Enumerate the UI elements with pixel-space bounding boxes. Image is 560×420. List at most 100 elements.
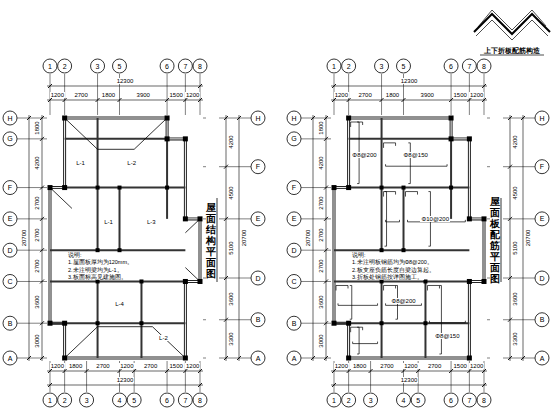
column: [183, 216, 188, 221]
axis-letter: A: [8, 355, 13, 362]
axis-number: 6: [449, 397, 453, 404]
axis-letter: D: [291, 247, 296, 254]
axis-number: 1: [332, 397, 336, 404]
roof-ridge-line: [50, 188, 72, 209]
dimension: 3300: [228, 331, 234, 346]
axis-number: 1: [48, 63, 52, 70]
axis-line: [487, 166, 490, 167]
axis-bubble: [193, 393, 207, 407]
axis-letter: F: [256, 163, 260, 170]
axis-bubble: [58, 59, 72, 73]
interior-beam: [50, 249, 185, 251]
axis-bubble: [327, 59, 341, 73]
column: [449, 116, 454, 121]
axis-bubble: [444, 393, 458, 407]
dimension-line: [510, 115, 511, 361]
beam-label: L-1: [75, 160, 86, 166]
column: [402, 186, 406, 190]
dimension: 3900: [420, 92, 435, 98]
column: [346, 116, 351, 121]
axis-line: [370, 361, 371, 392]
axis-bubble: [327, 393, 341, 407]
dimension-line: [226, 115, 227, 361]
axis-bubble: [178, 59, 192, 73]
column: [380, 186, 384, 190]
rebar-label: Φ8@200: [390, 298, 416, 304]
axis-letter: D: [255, 275, 260, 282]
axis-letter: A: [256, 355, 261, 362]
axis-bubble: [287, 316, 301, 330]
dimension-tick: [198, 84, 202, 88]
folded-slab: [474, 14, 550, 34]
axis-letter: G: [291, 135, 296, 142]
axis-bubble: [251, 160, 265, 174]
dimension: 2700: [34, 196, 40, 211]
dimension: 5100: [512, 241, 518, 256]
axis-bubble: [364, 393, 378, 407]
axis-bubble: [477, 393, 491, 407]
general-note: 说明:: [351, 253, 367, 259]
dimension: 2700: [318, 227, 324, 242]
general-note: 3.折板处钢筋按详图施工。: [351, 275, 424, 281]
dimension: 1800: [34, 121, 40, 136]
axis-number: 5: [118, 63, 122, 70]
dimension-line: [313, 115, 314, 361]
detail-title: 上下折板配筋构造: [483, 47, 541, 54]
dimension-total: 12300: [400, 377, 419, 383]
dimension: 1800: [318, 121, 324, 136]
top-rebar: [384, 143, 396, 148]
dimension-tick: [27, 356, 31, 360]
dimension: 2700: [318, 196, 324, 211]
dimension-total: 12300: [400, 78, 419, 84]
dimension: 1800: [101, 92, 116, 98]
dimension: 4200: [512, 135, 518, 150]
dimension-line: [523, 115, 524, 361]
axis-letter: F: [292, 184, 296, 191]
dimension: 3900: [136, 92, 151, 98]
axis-number: 7: [467, 63, 471, 70]
axis-line: [203, 358, 206, 359]
dimension-tick: [237, 356, 241, 360]
column: [332, 185, 337, 190]
axis-line: [219, 278, 251, 279]
dimension: 2700: [318, 258, 324, 273]
dimension: 1800: [385, 92, 400, 98]
axis-line: [219, 218, 251, 219]
axis-letter: E: [540, 215, 545, 222]
column: [482, 279, 487, 284]
title-underline: [501, 198, 502, 282]
rebar-label: Φ8@150: [434, 333, 460, 339]
axis-bubble: [113, 59, 127, 73]
axis-bubble: [397, 393, 411, 407]
axis-letter: F: [8, 184, 12, 191]
dimension: 2700: [427, 363, 442, 369]
roof-ridge-line: [98, 149, 135, 150]
axis-bubble: [535, 351, 549, 365]
axis-line: [167, 361, 168, 392]
roof-ridge-line: [134, 118, 167, 149]
column: [118, 248, 122, 252]
axis-letter: H: [291, 115, 296, 122]
roof-ridge-line: [65, 327, 98, 358]
axis-number: 4: [118, 397, 122, 404]
interior-beam: [403, 188, 405, 251]
dimension: 1200: [50, 363, 65, 369]
wall-core: [334, 118, 484, 358]
interior-beam: [166, 139, 168, 219]
dimension: 2700: [73, 92, 88, 98]
bottom-rebar: [385, 192, 387, 247]
top-rebar: [427, 285, 439, 290]
dimension: 2700: [143, 363, 158, 369]
interior-beam: [381, 118, 383, 250]
column: [402, 248, 406, 252]
axis-bubble: [43, 393, 57, 407]
title-underline: [480, 55, 544, 56]
dimension: 3600: [34, 295, 40, 310]
dimension: 4500: [228, 185, 234, 200]
drawing-title: 屋面结构平面图: [206, 201, 216, 280]
axis-letter: D: [539, 275, 544, 282]
dimension-tick: [311, 356, 315, 360]
axis-bubble: [477, 59, 491, 73]
